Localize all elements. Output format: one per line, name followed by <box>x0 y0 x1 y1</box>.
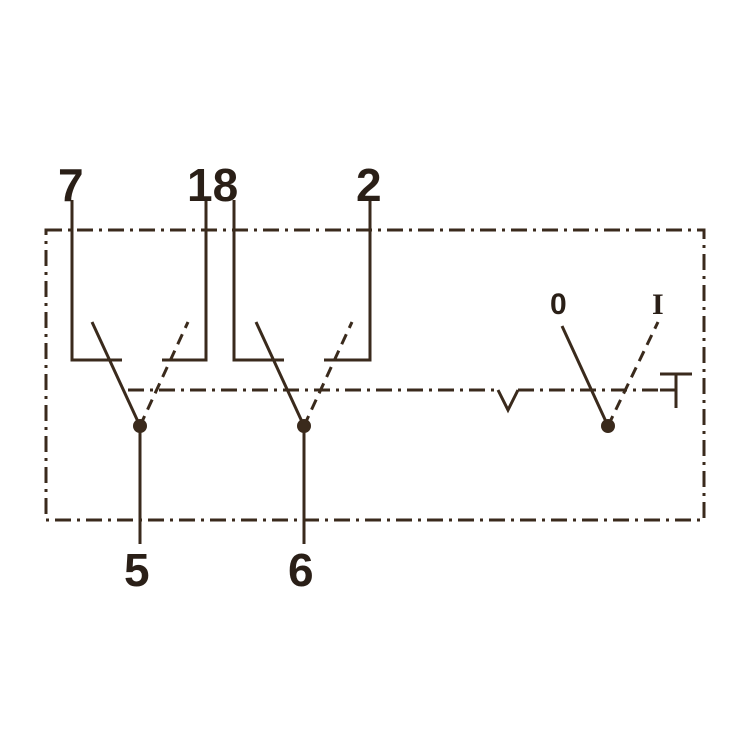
position-label-on: I <box>652 288 664 321</box>
enclosure-border <box>44 228 706 522</box>
position-label-off: 0 <box>550 288 567 321</box>
terminal-label-7: 7 <box>58 159 84 211</box>
terminal-label-5: 5 <box>124 544 150 596</box>
switch-section-2 <box>232 200 372 544</box>
wire-terminal-7 <box>70 200 122 362</box>
contact-arm-dashed <box>302 321 354 427</box>
terminal-label-6: 6 <box>288 544 314 596</box>
contact-arm-solid <box>90 321 142 427</box>
position-indicator <box>560 321 660 433</box>
contact-arm-dashed <box>138 321 190 427</box>
wire-terminal-2 <box>324 200 372 362</box>
terminal-label-18: 18 <box>187 159 238 211</box>
indicator-arm-dashed <box>606 321 660 427</box>
actuator-symbol <box>660 372 692 408</box>
detent-notch <box>496 389 520 414</box>
pivot-dot <box>601 419 615 433</box>
indicator-arm-solid <box>560 325 610 427</box>
wire-terminal-18 <box>162 200 208 362</box>
switch-section-1 <box>70 200 208 544</box>
terminal-label-2: 2 <box>356 159 382 211</box>
wire-terminal-18b <box>232 200 284 362</box>
contact-arm-solid <box>254 321 306 427</box>
